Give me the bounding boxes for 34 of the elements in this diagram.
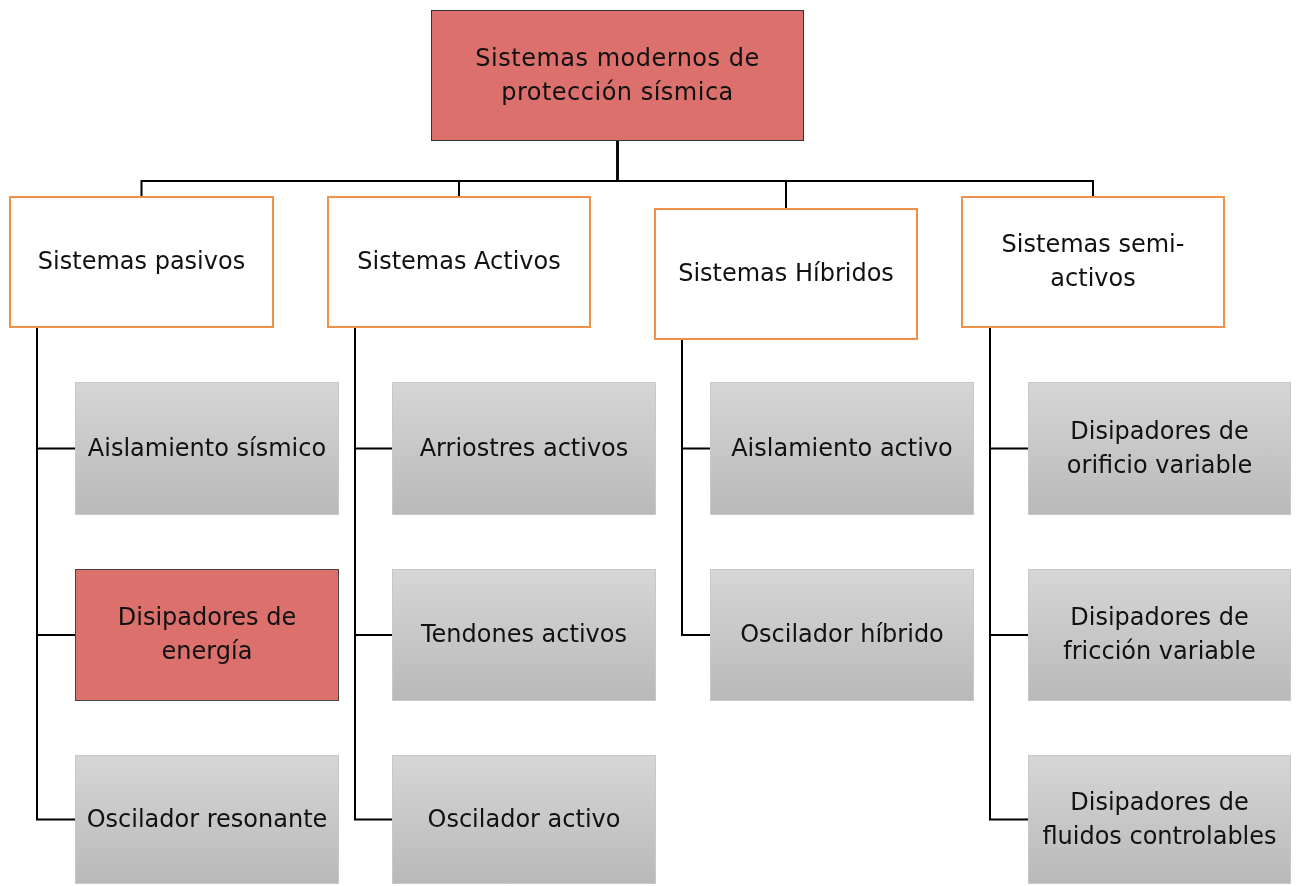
- connector-line: [616, 140, 1094, 197]
- node-label: Aislamiento sísmico: [87, 432, 327, 464]
- node-label: Disipadores de orificio variable: [1065, 415, 1254, 481]
- node-label: Sistemas semi-activos: [1000, 229, 1186, 294]
- item-box: [710, 382, 974, 515]
- node-label: Oscilador resonante: [86, 803, 328, 835]
- category-box: [327, 196, 591, 328]
- item-box: [1028, 569, 1291, 701]
- node-label: Disipadores de fluidos controlables: [1041, 786, 1278, 852]
- node-label: Arriostres activos: [419, 432, 629, 464]
- category-box: [9, 196, 274, 328]
- node-label: Sistemas pasivos: [37, 246, 246, 278]
- item-box: [1028, 382, 1291, 515]
- item-box: [392, 569, 656, 701]
- item-box: [710, 569, 974, 701]
- item-box: [392, 755, 656, 884]
- item-box: [392, 382, 656, 515]
- node-label: Sistemas Activos: [357, 246, 561, 278]
- node-label: Disipadores de energía: [116, 602, 298, 667]
- node-label: Sistemas Híbridos: [678, 258, 894, 290]
- root-box: [431, 10, 804, 141]
- item-box: [75, 382, 339, 515]
- node-label: Tendones activos: [421, 619, 627, 651]
- highlighted-item-box: [75, 569, 339, 701]
- item-box: [75, 755, 339, 884]
- node-label: Aislamiento activo: [731, 432, 953, 464]
- node-label: Oscilador híbrido: [740, 619, 944, 651]
- category-box: [654, 208, 918, 340]
- connector-line: [681, 339, 711, 636]
- node-label: Sistemas modernos de protección sísmica: [474, 42, 761, 108]
- item-box: [1028, 755, 1291, 884]
- node-label: Disipadores de fricción variable: [1062, 602, 1257, 667]
- category-box: [961, 196, 1225, 328]
- node-label: Oscilador activo: [427, 803, 621, 835]
